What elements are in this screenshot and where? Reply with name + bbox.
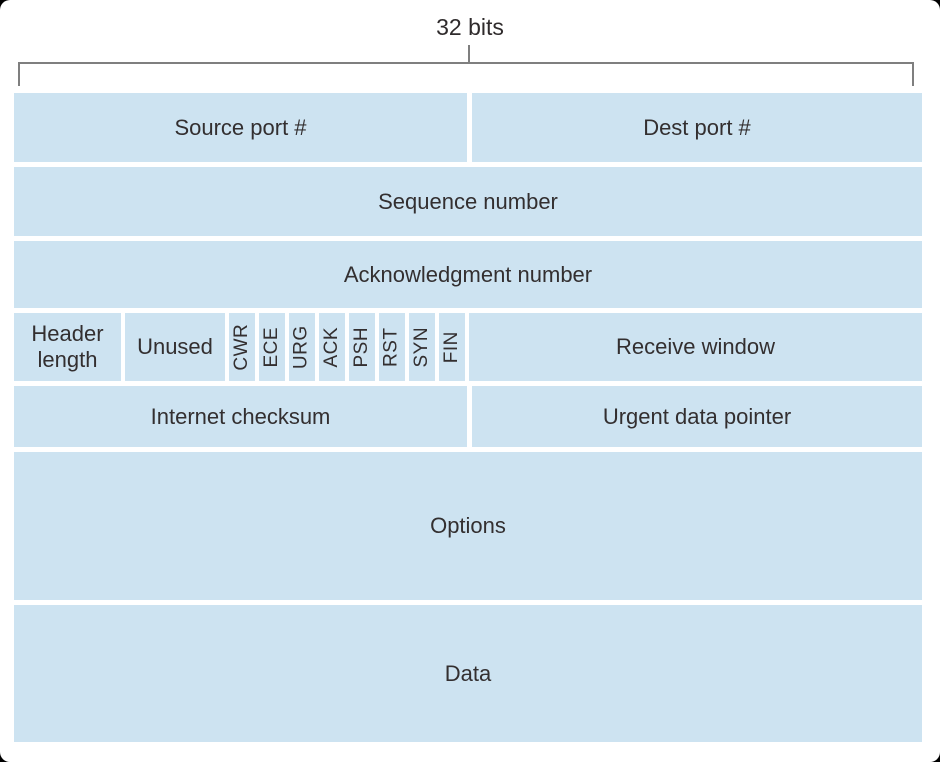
cell-urgent-data-pointer: Urgent data pointer <box>472 386 922 447</box>
flag-label-urg: URG <box>290 325 312 369</box>
row-flags: Header length Unused CWR ECE URG ACK PSH… <box>14 313 922 381</box>
flag-cell-cwr: CWR <box>229 313 255 381</box>
row-ports: Source port # Dest port # <box>14 93 922 162</box>
flag-cell-rst: RST <box>379 313 405 381</box>
row-checksum: Internet checksum Urgent data pointer <box>14 386 922 447</box>
cell-header-length: Header length <box>14 313 121 381</box>
flag-cell-ack: ACK <box>319 313 345 381</box>
flag-label-syn: SYN <box>410 326 432 368</box>
cell-data: Data <box>14 605 922 742</box>
cell-receive-window: Receive window <box>469 313 922 381</box>
cell-internet-checksum: Internet checksum <box>14 386 467 447</box>
flag-label-ece: ECE <box>260 326 282 368</box>
flag-label-fin: FIN <box>440 330 462 364</box>
flag-cell-fin: FIN <box>439 313 465 381</box>
cell-source-port: Source port # <box>14 93 467 162</box>
row-acknowledgment: Acknowledgment number <box>14 241 922 308</box>
cell-acknowledgment-number: Acknowledgment number <box>14 241 922 308</box>
flag-label-psh: PSH <box>350 326 372 368</box>
flag-cell-urg: URG <box>289 313 315 381</box>
cell-unused: Unused <box>125 313 225 381</box>
flag-label-ack: ACK <box>320 326 342 368</box>
flag-label-cwr: CWR <box>230 323 252 371</box>
row-data: Data <box>14 605 922 742</box>
header-length-label: Header length <box>31 321 104 372</box>
cell-options: Options <box>14 452 922 600</box>
cell-dest-port: Dest port # <box>472 93 922 162</box>
flag-cell-psh: PSH <box>349 313 375 381</box>
flag-cell-ece: ECE <box>259 313 285 381</box>
width-bracket <box>18 62 914 86</box>
flag-label-rst: RST <box>380 327 402 367</box>
cell-sequence-number: Sequence number <box>14 167 922 236</box>
bracket-center-tick <box>468 45 470 63</box>
width-label: 32 bits <box>436 14 504 40</box>
flag-cell-syn: SYN <box>409 313 435 381</box>
row-options: Options <box>14 452 922 600</box>
row-sequence: Sequence number <box>14 167 922 236</box>
tcp-segment-table: Source port # Dest port # Sequence numbe… <box>14 93 922 742</box>
